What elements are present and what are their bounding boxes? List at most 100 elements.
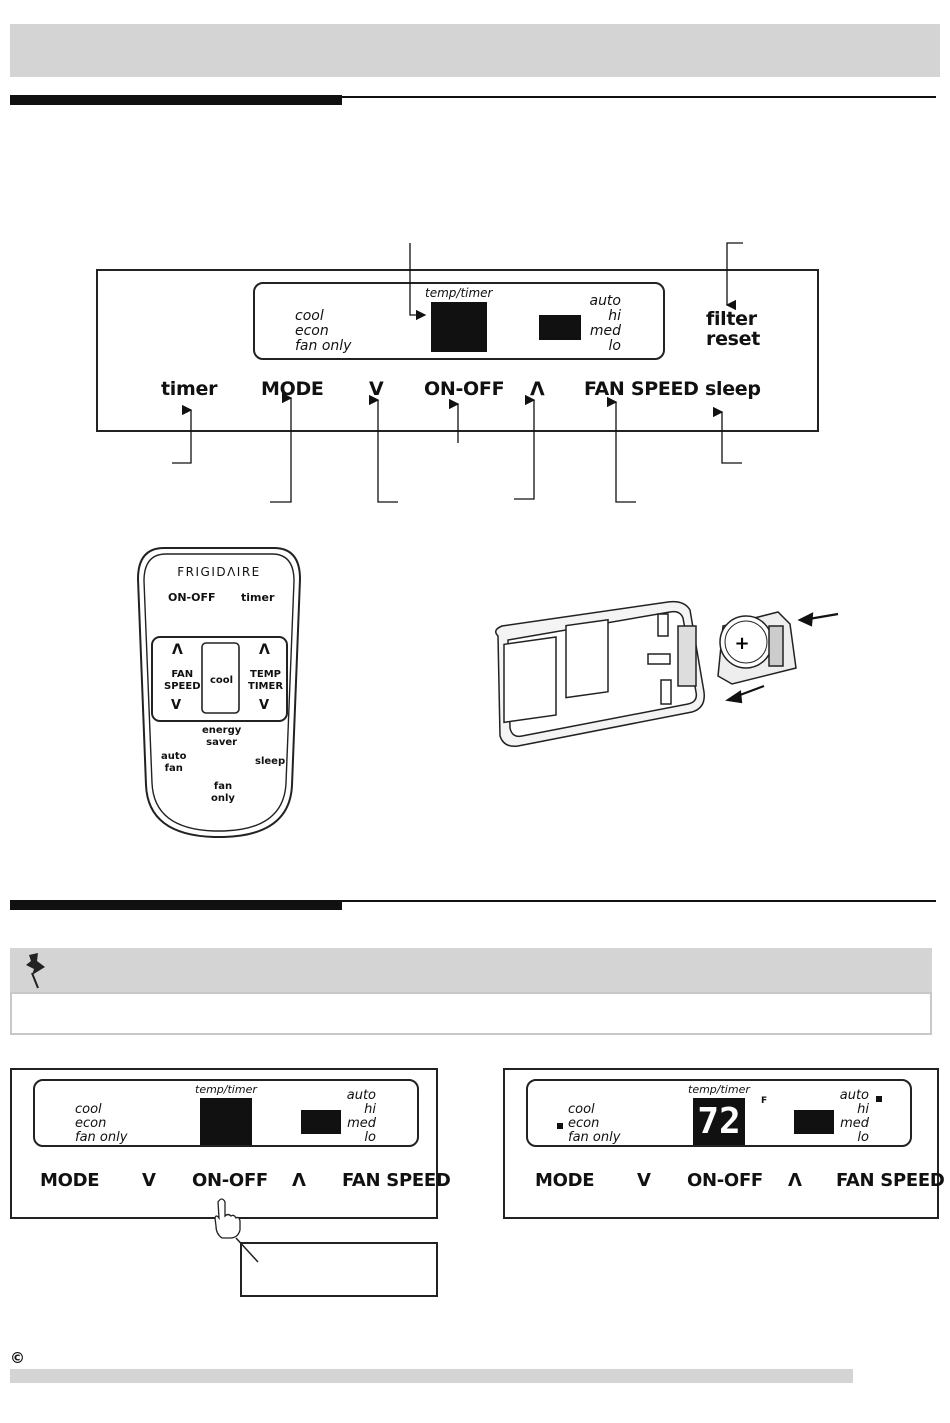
speed-auto: auto xyxy=(589,293,621,309)
fan-speed-line-2: SPEED xyxy=(164,681,201,692)
remote-control: FRIGIDΛIRE ON-OFF timer Λ Λ FAN SPEED co… xyxy=(134,545,304,840)
fan-speed-line-1: FAN xyxy=(171,669,194,680)
callout-timer xyxy=(172,404,193,464)
fan-display xyxy=(539,315,581,340)
before-down-button[interactable]: V xyxy=(142,1170,156,1191)
section-rule-thin xyxy=(342,96,936,98)
after-up-button[interactable]: Λ xyxy=(788,1170,802,1191)
before-mode-econ: econ xyxy=(75,1116,107,1131)
header-band xyxy=(10,24,940,77)
mode-button[interactable]: MODE xyxy=(261,378,324,400)
callout-temp-display xyxy=(409,243,427,321)
after-speed-auto: auto xyxy=(839,1088,869,1103)
remote-cool-button[interactable]: cool xyxy=(210,675,234,686)
remote-temp-down-button[interactable]: V xyxy=(259,698,270,713)
note-body xyxy=(10,992,932,1035)
remote-fan-only-button[interactable]: fan only xyxy=(211,781,235,805)
before-speed-auto: auto xyxy=(346,1088,376,1103)
pointing-hand-icon xyxy=(214,1198,259,1263)
callout-mode xyxy=(270,392,293,503)
filter-reset-line-1: filter xyxy=(706,308,757,330)
mode-econ: econ xyxy=(295,323,329,339)
auto-fan-line-2: fan xyxy=(164,763,183,774)
sleep-button[interactable]: sleep xyxy=(705,378,761,400)
after-speed-indicator xyxy=(876,1096,882,1102)
before-speed-med: med xyxy=(347,1116,376,1131)
callout-down xyxy=(368,394,398,503)
mode-fan-only: fan only xyxy=(295,338,352,354)
temp-timer-line-1: TEMP xyxy=(250,669,281,680)
remote-sleep-button[interactable]: sleep xyxy=(255,756,286,767)
callout-box xyxy=(240,1242,438,1297)
callout-filter-reset xyxy=(725,242,743,311)
fan-only-line-2: only xyxy=(211,793,235,804)
after-mode-cool: cool xyxy=(568,1102,595,1117)
after-unit-label: F xyxy=(761,1096,768,1106)
after-temp-timer-label: temp/timer xyxy=(688,1083,750,1096)
auto-fan-line-1: auto xyxy=(161,751,187,762)
before-fan-speed-button[interactable]: FAN SPEED xyxy=(342,1170,451,1191)
callout-up xyxy=(514,394,536,500)
before-on-off-button[interactable]: ON-OFF xyxy=(192,1170,268,1191)
remote-temp-timer-label: TEMP TIMER xyxy=(248,669,283,693)
energy-saver-line-1: energy xyxy=(202,725,242,736)
remote-on-off-button[interactable]: ON-OFF xyxy=(168,591,216,604)
temp-timer-label: temp/timer xyxy=(425,286,493,300)
fan-speed-button[interactable]: FAN SPEED xyxy=(584,378,699,400)
after-fan-speed-button[interactable]: FAN SPEED xyxy=(836,1170,945,1191)
filter-reset-button[interactable]: filter reset xyxy=(706,308,761,350)
before-speed-lo: lo xyxy=(364,1130,376,1145)
after-mode-fan-only: fan only xyxy=(568,1130,621,1145)
footer-band xyxy=(10,1369,853,1383)
after-mode-button[interactable]: MODE xyxy=(535,1170,595,1191)
after-speed-lo: lo xyxy=(857,1130,869,1145)
display-after-lcd: temp/timer 72 F cool econ fan only auto … xyxy=(526,1079,912,1147)
before-temperature-display xyxy=(200,1098,252,1145)
before-up-button[interactable]: Λ xyxy=(292,1170,306,1191)
fan-only-line-1: fan xyxy=(213,781,233,792)
battery-illustration: + xyxy=(495,600,839,748)
after-down-button[interactable]: V xyxy=(637,1170,651,1191)
on-off-button[interactable]: ON-OFF xyxy=(424,378,505,400)
remote-energy-saver-button[interactable]: energy saver xyxy=(202,725,241,749)
before-temp-timer-label: temp/timer xyxy=(195,1083,257,1096)
remote-fan-up-button[interactable]: Λ xyxy=(172,642,183,658)
filter-reset-line-2: reset xyxy=(706,328,761,350)
before-speed-hi: hi xyxy=(364,1102,376,1117)
temp-up-button[interactable]: Λ xyxy=(530,378,545,400)
remote-timer-button[interactable]: timer xyxy=(241,591,275,604)
after-on-off-button[interactable]: ON-OFF xyxy=(687,1170,763,1191)
after-mode-list: cool econ fan only xyxy=(568,1103,620,1145)
temperature-display xyxy=(431,302,487,352)
mode-list: cool econ fan only xyxy=(295,309,351,354)
remote-auto-fan-button[interactable]: auto fan xyxy=(161,751,187,775)
copyright-symbol: © xyxy=(10,1349,25,1367)
before-fan-display xyxy=(301,1110,341,1134)
remote-fan-speed-label: FAN SPEED xyxy=(164,669,201,693)
before-mode-fan-only: fan only xyxy=(75,1130,128,1145)
display-before-lcd: temp/timer cool econ fan only auto hi me… xyxy=(33,1079,419,1147)
battery-plus-sign: + xyxy=(734,633,749,654)
remote-outline xyxy=(136,547,302,838)
display-after-panel: temp/timer 72 F cool econ fan only auto … xyxy=(503,1068,945,1219)
note-header xyxy=(10,948,932,992)
timer-button[interactable]: timer xyxy=(161,378,218,400)
remote-fan-down-button[interactable]: V xyxy=(171,698,182,713)
display-before-panel: temp/timer cool econ fan only auto hi me… xyxy=(10,1068,451,1219)
section-rule-thick-2 xyxy=(10,900,342,910)
speed-med: med xyxy=(589,323,621,339)
before-mode-button[interactable]: MODE xyxy=(40,1170,100,1191)
callout-fan-speed xyxy=(606,396,636,503)
pushpin-icon xyxy=(26,953,45,989)
after-mode-econ: econ xyxy=(568,1116,600,1131)
after-speed-list: auto hi med lo xyxy=(833,1089,869,1145)
mode-cool: cool xyxy=(295,308,324,324)
section-rule-thick xyxy=(10,95,342,105)
section-rule-thin-2 xyxy=(342,900,936,902)
temp-down-button[interactable]: V xyxy=(369,378,384,400)
remote-temp-up-button[interactable]: Λ xyxy=(259,642,270,658)
before-mode-list: cool econ fan only xyxy=(75,1103,127,1145)
after-fan-display xyxy=(794,1110,834,1134)
speed-hi: hi xyxy=(608,308,621,324)
fan-speed-list: auto hi med lo xyxy=(585,294,621,354)
